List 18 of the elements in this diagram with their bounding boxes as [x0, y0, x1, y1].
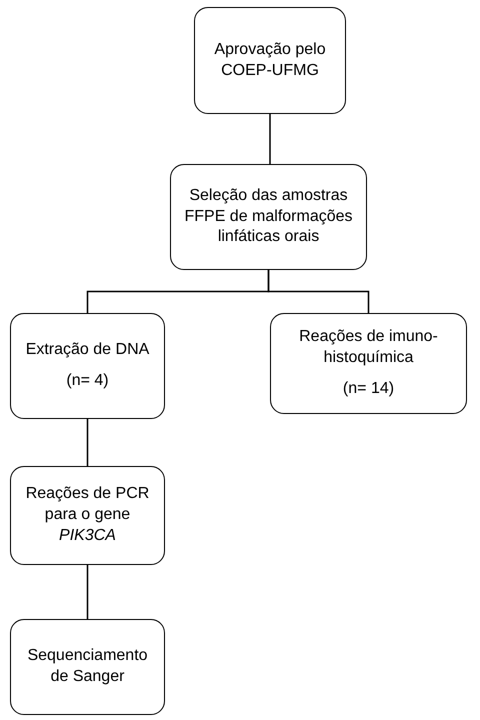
step-text: Reações de PCR para o gene PIK3CA: [24, 484, 150, 546]
process-box: [170, 164, 367, 270]
process-box: [10, 466, 165, 565]
step-text: Reações de imuno-histoquímica: [298, 327, 439, 368]
step-text: (n= 14): [342, 378, 394, 399]
connector-line: [268, 270, 370, 313]
process-box: [10, 619, 165, 715]
step-text: Sequenciamento de Sanger: [26, 646, 149, 687]
process-box: [194, 7, 346, 114]
step-text: Aprovação pelo COEP-UFMG: [213, 40, 327, 80]
process-box: [270, 313, 467, 414]
connector-line: [269, 114, 271, 164]
connector-line: [86, 419, 88, 466]
process-box: [10, 313, 165, 419]
step-text: Seleção das amostras FFPE de malformações linfáticas orais: [183, 186, 354, 248]
step-text: Extração de DNA: [26, 340, 150, 360]
connector-line: [86, 565, 88, 619]
step-text: (n= 4): [66, 371, 109, 391]
